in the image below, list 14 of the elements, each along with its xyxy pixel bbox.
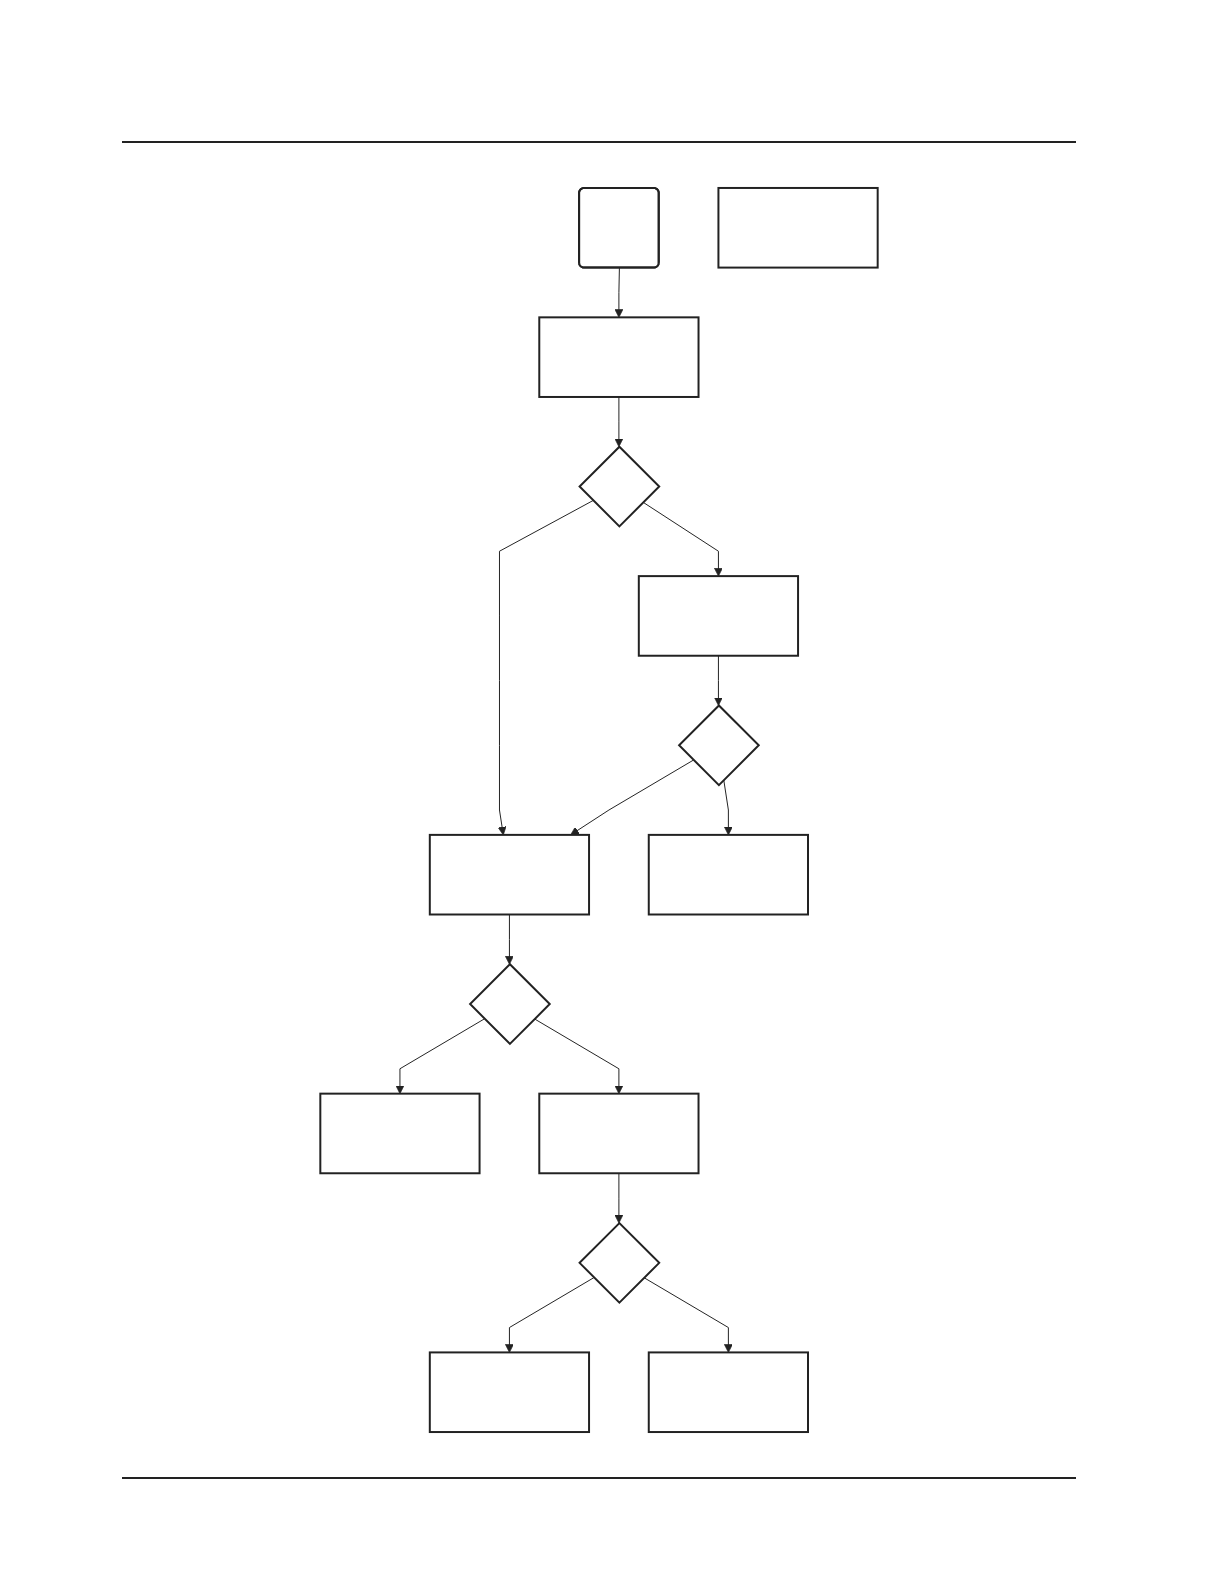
node-diamond [677,704,761,787]
node-box [647,1351,809,1434]
node-box [428,833,591,916]
node-box [538,316,700,398]
node-box [647,833,809,916]
node-box [319,1092,481,1175]
node-box [538,1092,700,1175]
node-diamond [578,1221,661,1305]
node-diamond [468,962,552,1046]
node-box [637,575,800,657]
node-box [717,186,879,269]
node-diamond [578,445,661,528]
arrow [497,500,594,836]
node-box [428,1351,591,1434]
